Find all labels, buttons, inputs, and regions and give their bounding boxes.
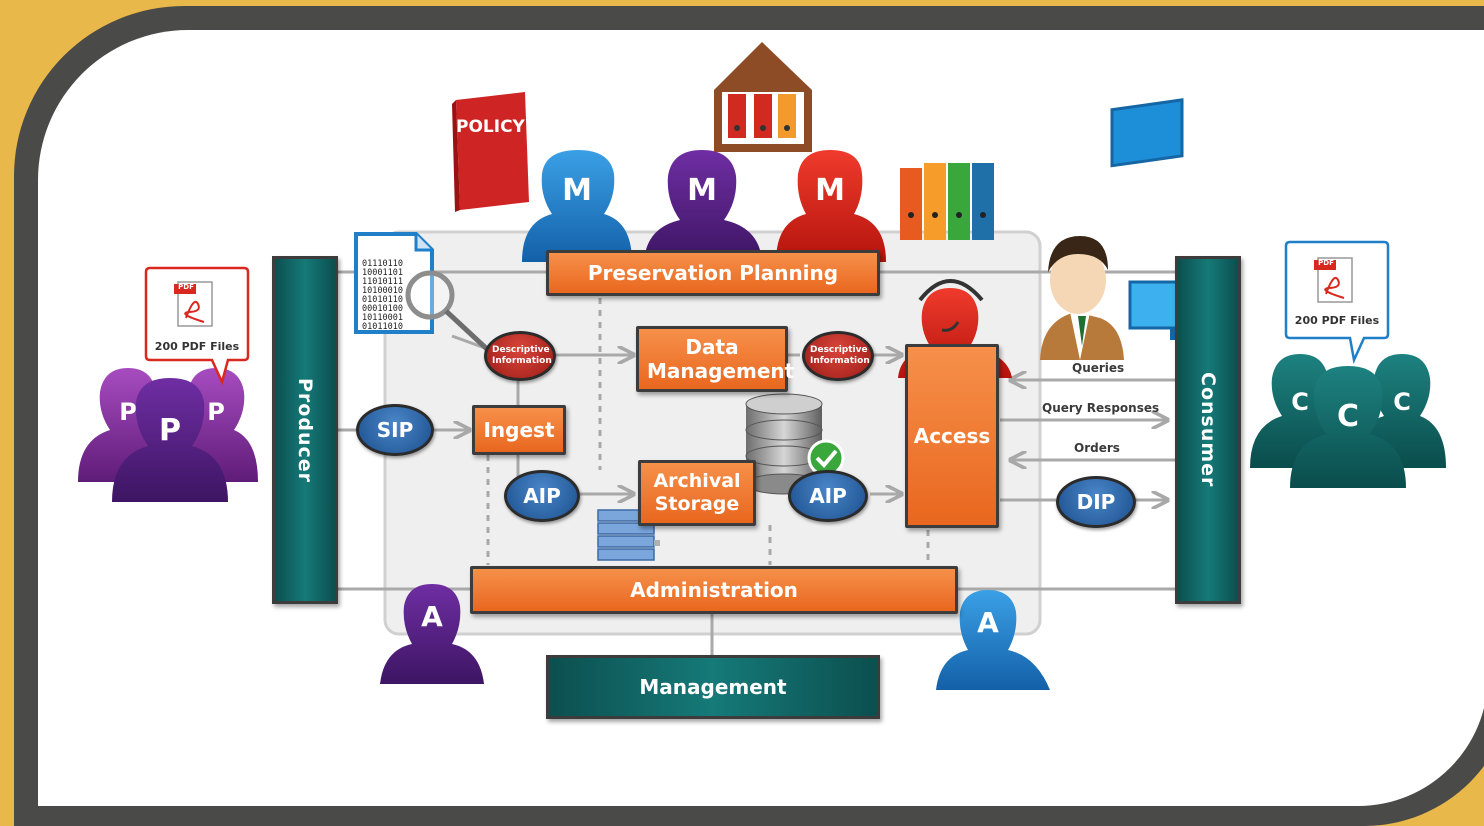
access-box[interactable]: Access (905, 344, 999, 528)
producer-speech-bubble (144, 266, 250, 386)
producer-label: Producer (294, 377, 316, 483)
binders-icon (900, 163, 994, 240)
consumer-label: Consumer (1197, 372, 1219, 488)
svg-text:P: P (207, 398, 225, 426)
archive-house-icon (714, 42, 812, 152)
admin-blue-person: A (936, 590, 1050, 690)
consumer-bar[interactable]: Consumer (1175, 256, 1241, 604)
dip-label: DIP (1076, 490, 1116, 514)
queries-label: Queries (1072, 361, 1125, 375)
svg-text:01110110 10001101: 01110110 10001101 11010111 10100010 0101… (362, 259, 408, 332)
pdf-tag-left: PDF (178, 283, 194, 291)
svg-text:C: C (1291, 388, 1309, 416)
management-label: Management (639, 675, 787, 699)
policy-book-icon: POLICY (452, 92, 529, 212)
preservation-planning-box[interactable]: Preservation Planning (546, 250, 880, 296)
producer-files-label: 200 PDF Files (154, 340, 240, 353)
dashed-lines (486, 298, 930, 565)
descriptive-info-right[interactable]: Descriptive Information (802, 331, 874, 381)
consumer-people: C C C (1250, 354, 1446, 488)
administration-box[interactable]: Administration (470, 566, 958, 614)
management-box[interactable]: Management (546, 655, 880, 719)
svg-text:P: P (119, 398, 137, 426)
data-management-label: Data Management (647, 335, 795, 383)
producer-bar[interactable]: Producer (272, 256, 338, 604)
query-responses-label: Query Responses (1042, 401, 1160, 415)
connector-lines (336, 270, 1178, 655)
archival-storage-label: Archival Storage (653, 470, 741, 515)
descriptive-info-right-label: Descriptive Information (810, 345, 870, 366)
admin-purple-person: A (380, 584, 484, 684)
manager-blue-person: M (522, 150, 632, 262)
binary-document-icon: 01110110 10001101 11010111 10100010 0101… (354, 232, 490, 352)
preservation-planning-label: Preservation Planning (587, 261, 839, 285)
policy-label: POLICY (456, 117, 526, 137)
manager-red-person: M (776, 150, 886, 262)
descriptive-info-left[interactable]: Descriptive Information (484, 331, 556, 381)
aip-storage-label: AIP (809, 484, 847, 508)
consumer-files-label: 200 PDF Files (1294, 314, 1380, 327)
svg-text:M: M (687, 173, 717, 208)
producer-people: P P P (78, 368, 258, 502)
sip-package[interactable]: SIP (356, 404, 434, 456)
descriptive-info-left-label: Descriptive Information (492, 345, 552, 366)
orders-label: Orders (1074, 441, 1120, 455)
pdf-tag-right: PDF (1318, 259, 1334, 267)
svg-text:A: A (977, 606, 999, 639)
svg-text:P: P (159, 413, 181, 448)
access-label: Access (913, 424, 991, 448)
dip-package[interactable]: DIP (1056, 476, 1136, 528)
administration-label: Administration (630, 578, 798, 602)
archival-storage-box[interactable]: Archival Storage (638, 460, 756, 526)
aip-ingest-label: AIP (523, 484, 561, 508)
svg-text:M: M (815, 173, 845, 208)
sip-label: SIP (376, 418, 414, 442)
svg-text:C: C (1337, 399, 1359, 434)
consumer-speech-bubble (1284, 240, 1390, 365)
ingest-label: Ingest (483, 418, 555, 442)
data-management-box[interactable]: Data Management (636, 326, 795, 392)
manager-purple-person: M (644, 150, 762, 262)
ingest-box[interactable]: Ingest (472, 405, 566, 455)
svg-text:C: C (1393, 388, 1411, 416)
svg-text:A: A (421, 600, 443, 633)
svg-text:M: M (562, 173, 592, 208)
aip-storage-package[interactable]: AIP (788, 470, 868, 522)
aip-ingest-package[interactable]: AIP (504, 470, 580, 522)
